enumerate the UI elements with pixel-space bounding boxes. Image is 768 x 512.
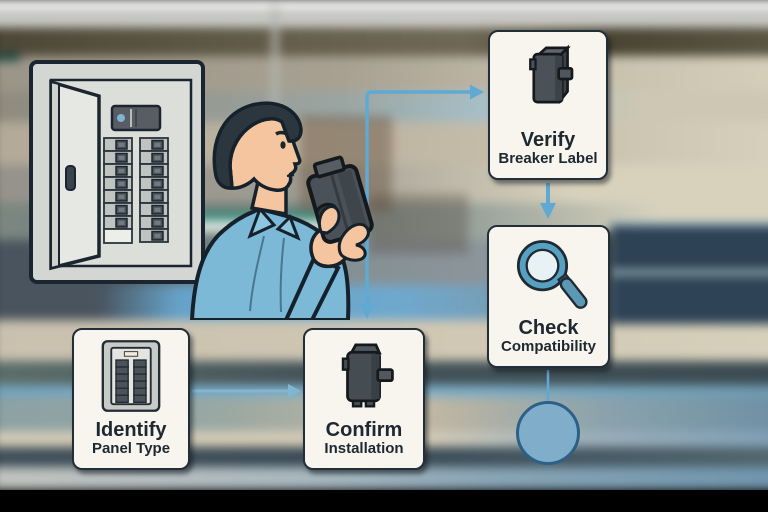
bg-stripe [0, 467, 768, 490]
electrical-panel-illustration [29, 60, 205, 284]
breaker-column-right [139, 137, 169, 243]
bg-shelf-edge [0, 53, 20, 61]
card-confirm-installation: Confirm Installation [303, 328, 425, 470]
card-subtitle: Panel Type [91, 440, 171, 458]
bg-goods-blur [368, 194, 468, 254]
bg-stripe [0, 16, 768, 27]
collar-right [275, 214, 301, 241]
door-handle [65, 165, 76, 191]
card-subtitle: Installation [324, 440, 404, 458]
card-verify-breaker-label: Verify Breaker Label [488, 30, 608, 180]
flow-arrow-to-verify-and-confirm [365, 90, 470, 306]
card-check-compatibility: Check Compatibility [487, 225, 610, 368]
thumb [317, 205, 341, 235]
fingers [337, 222, 370, 262]
card-subtitle: Compatibility [500, 338, 596, 356]
main-breaker [110, 104, 162, 132]
hair [212, 101, 303, 190]
card-title: Identify [95, 418, 167, 441]
person-illustration [189, 101, 374, 320]
arrowhead-verify-to-check [540, 203, 556, 219]
electrical-panel-icon [101, 340, 161, 412]
flow-node-circle [516, 401, 580, 465]
mouth [286, 173, 295, 178]
shirt-seam [279, 237, 285, 313]
breaker-column-left [103, 137, 133, 244]
card-title: Verify [520, 128, 576, 151]
forearm-sleeve [283, 253, 341, 320]
panel-door-edge [50, 80, 60, 270]
card-subtitle: Breaker Label [498, 150, 598, 168]
arrowhead-to-verify [470, 84, 484, 100]
bg-stripe [0, 27, 768, 56]
card-title: Confirm [325, 418, 403, 441]
circuit-breaker-icon [341, 343, 394, 408]
eye [280, 141, 286, 149]
collar-left [247, 206, 277, 239]
card-identify-panel-type: Identify Panel Type [72, 328, 190, 470]
bg-stripe [0, 11, 768, 16]
magnifying-glass-icon [516, 240, 588, 309]
letterbox-bar [0, 490, 768, 512]
arrowhead-to-confirm [359, 304, 375, 319]
arrowhead-identify-to-confirm [288, 384, 301, 398]
bg-shelf-block [610, 222, 768, 324]
circuit-breaker-icon [529, 44, 574, 105]
eyebrow [275, 130, 288, 136]
shirt-seam [249, 235, 265, 312]
card-title: Check [518, 316, 579, 339]
bg-post [272, 6, 278, 134]
bg-stripe [0, 0, 768, 11]
